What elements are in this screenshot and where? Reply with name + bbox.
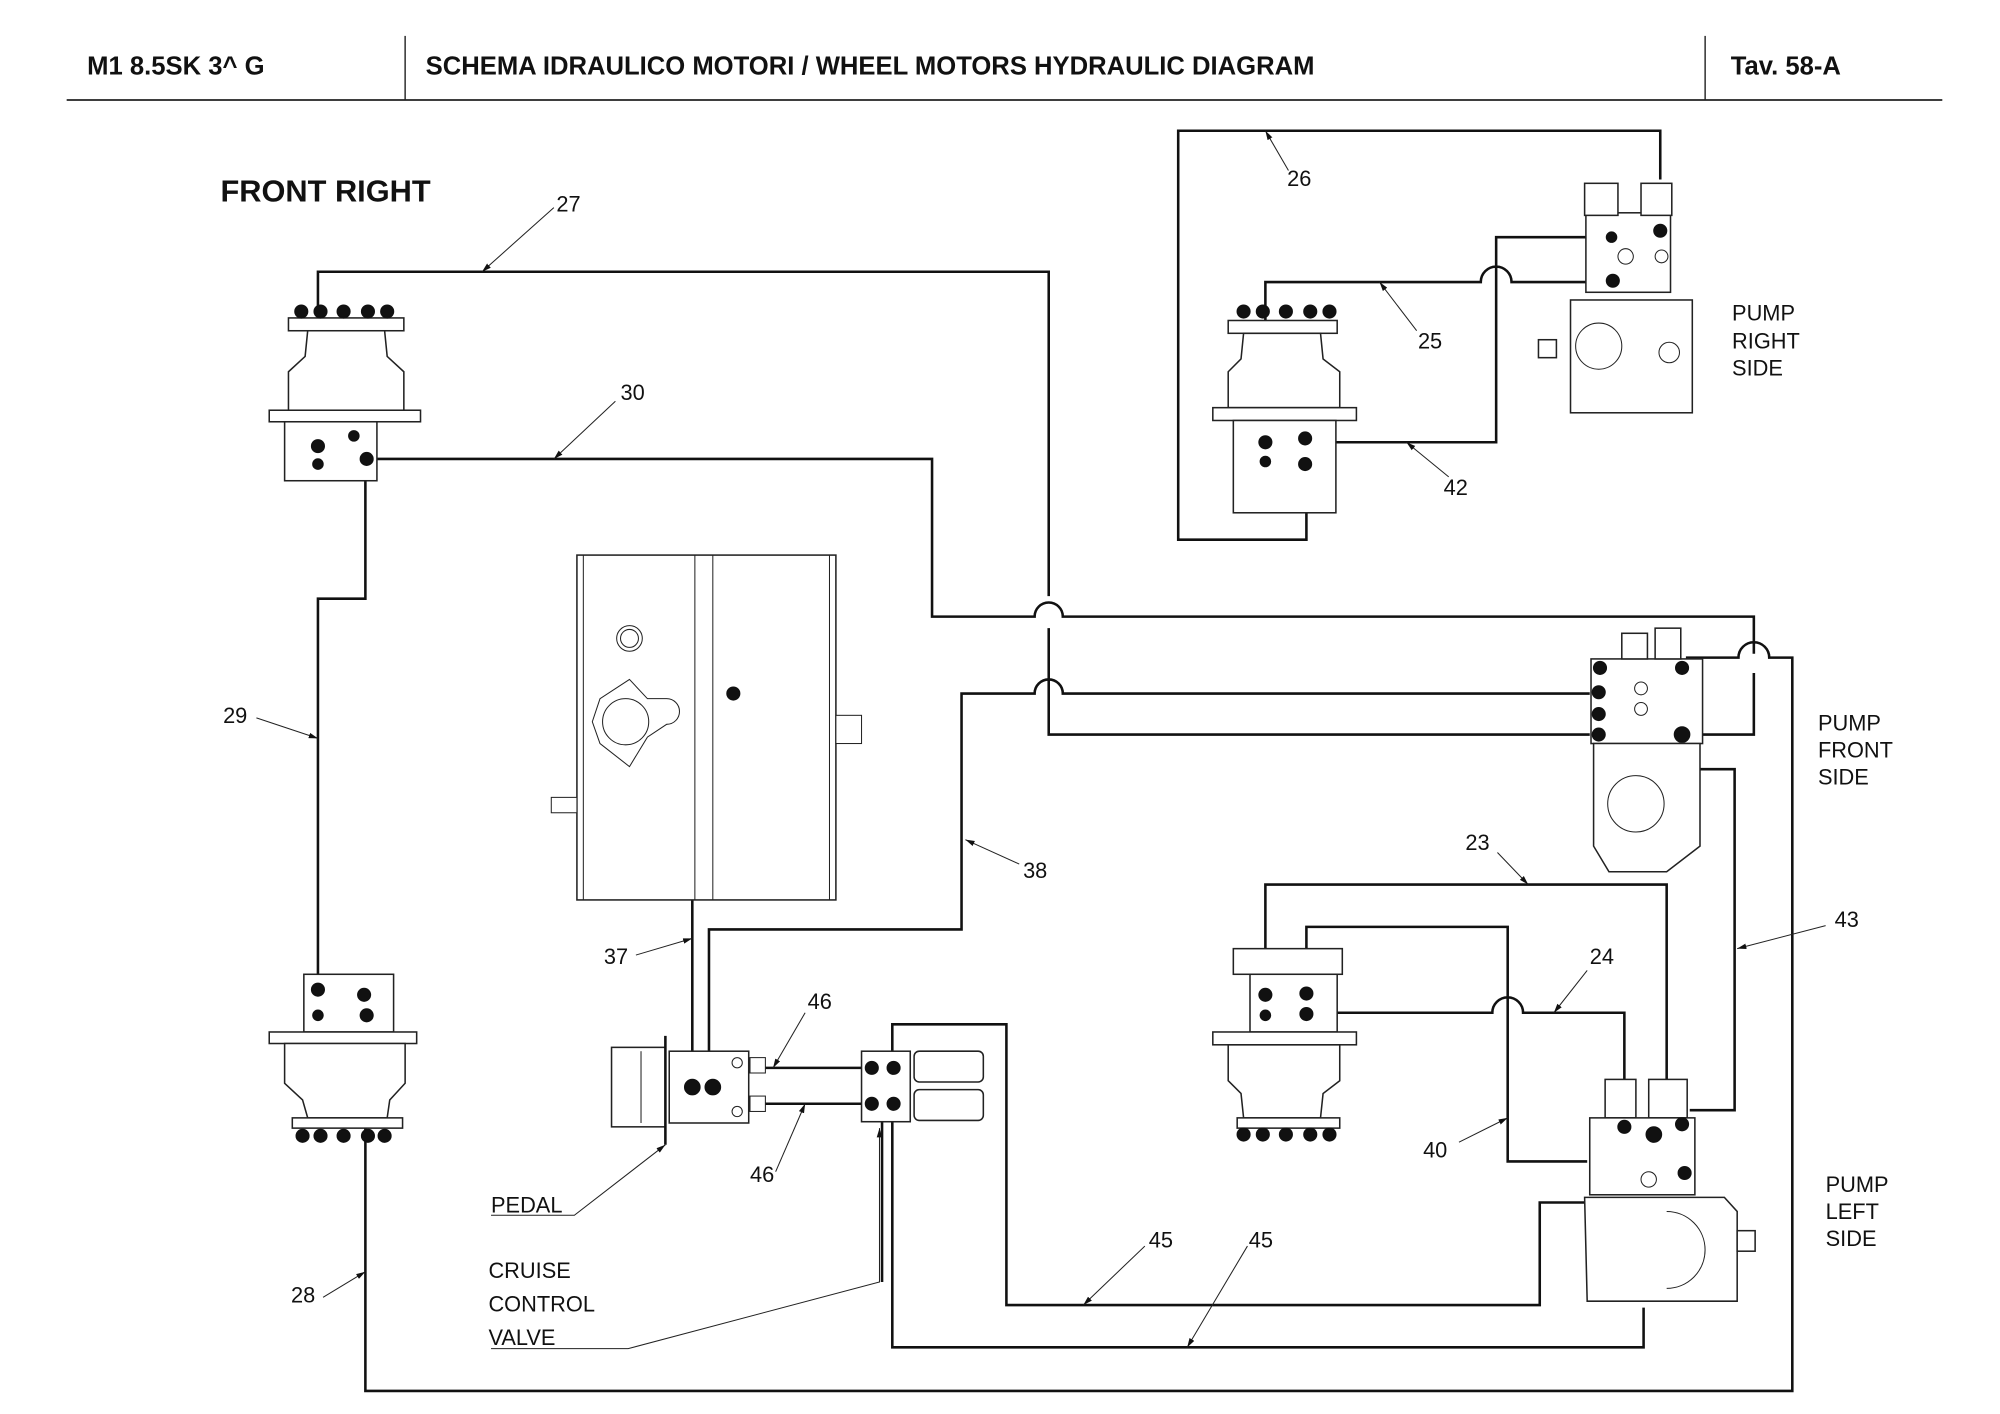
callout-46-upper: 46 xyxy=(808,989,832,1014)
diagram-title: SCHEMA IDRAULICO MOTORI / WHEEL MOTORS H… xyxy=(426,52,1315,80)
pipe-30 xyxy=(371,457,1756,736)
pipe-25 xyxy=(1264,265,1609,430)
pipe-38 xyxy=(707,678,1590,1052)
callout-leaders xyxy=(256,130,1826,1350)
callout-27: 27 xyxy=(556,192,580,217)
pipe-45-upper xyxy=(891,1023,1590,1307)
pump-right-side xyxy=(1537,182,1694,414)
callout-45-lower: 45 xyxy=(1249,1227,1273,1252)
wheel-motor-rear-right xyxy=(1212,304,1358,514)
pipe-26 xyxy=(1176,129,1662,541)
pump-front-side xyxy=(1590,627,1704,873)
callout-45-upper: 45 xyxy=(1149,1227,1173,1252)
pipe-network xyxy=(316,129,1794,1393)
pipe-24 xyxy=(1306,996,1626,1088)
pipe-29 xyxy=(316,476,367,988)
title-block: M1 8.5SK 3^ G SCHEMA IDRAULICO MOTORI / … xyxy=(66,35,1943,101)
component-labels: PUMP RIGHT SIDE PUMP FRONT SIDE PUMP LEF… xyxy=(488,300,1899,1350)
callout-29: 29 xyxy=(223,703,247,728)
pipe-43 xyxy=(1689,767,1736,1112)
pedal-unit xyxy=(610,1035,766,1145)
table-reference: Tav. 58-A xyxy=(1731,52,1841,80)
pump-left-side-label: PUMP LEFT SIDE xyxy=(1826,1172,1895,1251)
pipe-front-pump-return xyxy=(364,641,1794,1393)
callout-30: 30 xyxy=(621,380,645,405)
section-title-front-right: FRONT RIGHT xyxy=(221,173,431,208)
pipe-23 xyxy=(1264,883,1668,1116)
wheel-motor-rear-left xyxy=(1212,947,1358,1142)
cruise-control-valve-label: CRUISE CONTROL VALVE xyxy=(488,1258,601,1350)
callout-38: 38 xyxy=(1023,858,1047,883)
pump-front-side-label: PUMP FRONT SIDE xyxy=(1818,711,1899,790)
pipe-42 xyxy=(1307,235,1599,444)
pipe-27 xyxy=(316,270,1590,736)
callout-28: 28 xyxy=(291,1282,315,1307)
pipe-45-lower xyxy=(891,1115,1645,1349)
callout-26: 26 xyxy=(1287,166,1311,191)
cruise-control-valve-body xyxy=(860,1050,985,1123)
pump-right-side-label: PUMP RIGHT SIDE xyxy=(1732,300,1806,380)
model-label: M1 8.5SK 3^ G xyxy=(87,52,264,80)
callout-43: 43 xyxy=(1835,907,1859,932)
pump-left-side xyxy=(1583,1078,1756,1302)
pedal-label: PEDAL xyxy=(491,1193,562,1218)
hydraulic-tank xyxy=(550,554,863,901)
callout-labels: 27 30 29 28 26 25 42 37 38 46 46 23 24 4… xyxy=(223,166,1859,1308)
callout-37: 37 xyxy=(604,944,628,969)
callout-25: 25 xyxy=(1418,329,1442,354)
callout-42: 42 xyxy=(1444,475,1468,500)
callout-46-lower: 46 xyxy=(750,1162,774,1187)
callout-23: 23 xyxy=(1465,830,1489,855)
wheel-motor-front-left xyxy=(268,973,418,1143)
callout-24: 24 xyxy=(1590,944,1614,969)
callout-40: 40 xyxy=(1423,1138,1447,1163)
wheel-motor-front-right xyxy=(268,304,422,482)
